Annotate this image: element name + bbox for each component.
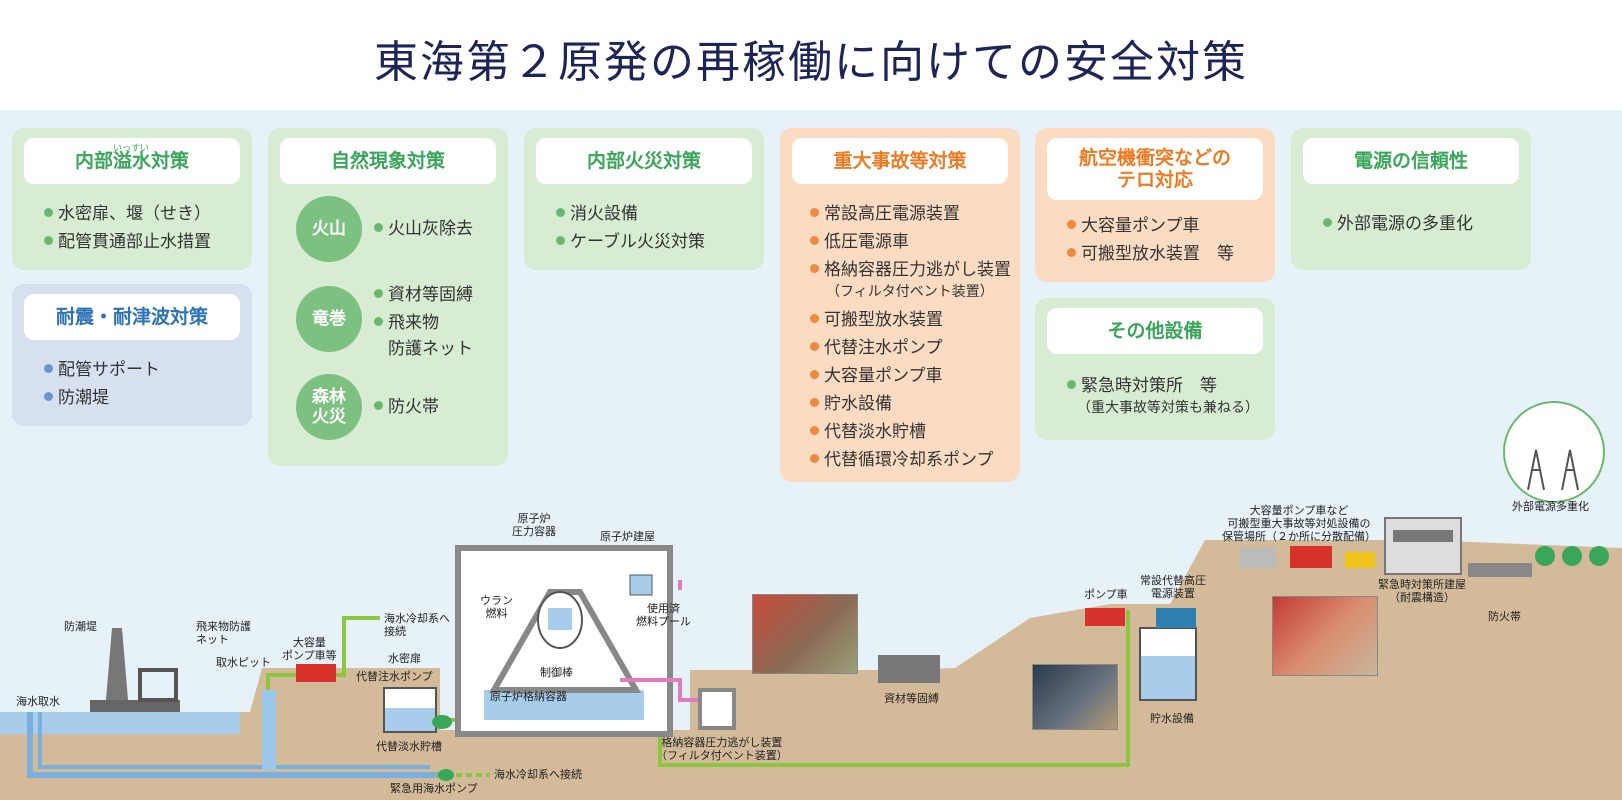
bullet-icon <box>1067 379 1076 389</box>
label-reactor-building: 原子炉建屋 <box>600 530 655 543</box>
label-net: 飛来物防護 ネット <box>196 620 251 646</box>
terror-box: 航空機衝突などの テロ対応 大容量ポンプ車 可搬型放水装置 等 <box>1035 128 1275 282</box>
power-title: 電源の信頼性 <box>1303 138 1519 184</box>
list-item: 緊急時対策所 等 <box>1067 372 1259 400</box>
list-item: 資材等固縛 <box>374 282 473 308</box>
list-item: 格納容器圧力逃がし装置 <box>810 256 1011 284</box>
list-item: ケーブル火災対策 <box>556 228 705 256</box>
bullet-icon <box>810 313 819 323</box>
label-seawater-cooling-bottom: 海水冷却系へ接続 <box>494 768 582 781</box>
label-control-rod: 制御棒 <box>540 666 573 679</box>
list-item: 水密扉、堰（せき） <box>44 200 211 228</box>
furigana: いっすい <box>113 144 150 154</box>
label-pump-car: ポンプ車 <box>1084 588 1128 601</box>
other-box: その他設備 緊急時対策所 等 （重大事故等対策も兼ねる） <box>1035 298 1275 440</box>
bullet-icon <box>44 391 53 401</box>
list-item: 飛来物防護ネット <box>374 310 473 362</box>
bullet-icon <box>374 222 383 232</box>
bullet-icon <box>810 341 819 351</box>
label-emergency-building: 緊急時対策所建屋 （耐震構造） <box>1378 578 1466 604</box>
volcano-circle: 火山 <box>296 196 362 262</box>
label-intake-pit: 取水ピット <box>216 656 271 669</box>
forest-fire-circle: 森林 火災 <box>296 374 362 440</box>
list-item: 大容量ポンプ車 <box>810 362 1011 390</box>
list-item: 大容量ポンプ車 <box>1067 212 1234 240</box>
label-seawall: 防潮堤 <box>64 620 97 633</box>
label-firebreak: 防火帯 <box>1488 610 1521 623</box>
filter-note: （フィルタ付ベント装置） <box>826 284 994 300</box>
bullet-icon <box>374 288 383 298</box>
bullet-icon <box>1067 219 1076 229</box>
label-rpv: 原子炉 圧力容器 <box>512 512 556 538</box>
power-box: 電源の信頼性 外部電源の多重化 <box>1291 128 1531 270</box>
label-alt-tank: 代替淡水貯槽 <box>376 740 442 753</box>
label-vent: 格納容器圧力逃がし装置 （フィルタ付ベント装置） <box>656 736 788 762</box>
label-hv-power: 常設代替高圧 電源装置 <box>1140 574 1206 600</box>
bullet-icon <box>810 207 819 217</box>
list-item: 配管貫通部止水措置 <box>44 228 211 256</box>
list-item: 消火設備 <box>556 200 705 228</box>
list-item: 代替循環冷却系ポンプ <box>810 446 1011 474</box>
bullet-icon <box>44 207 53 217</box>
label-spent-pool: 使用済 燃料プール <box>636 602 691 628</box>
internal-fire-title: 内部火災対策 <box>536 138 752 184</box>
list-item: 可搬型放水装置 等 <box>1067 240 1234 268</box>
bullet-icon <box>556 235 565 245</box>
bullet-icon <box>810 397 819 407</box>
list-item: 外部電源の多重化 <box>1323 210 1473 238</box>
list-item: 可搬型放水装置 <box>810 306 1011 334</box>
label-emergency-pump: 緊急用海水ポンプ <box>390 782 478 795</box>
other-title: その他設備 <box>1047 308 1263 354</box>
list-item: 常設高圧電源装置 <box>810 200 1011 228</box>
terror-title: 航空機衝突などの テロ対応 <box>1047 138 1263 200</box>
bullet-icon <box>44 363 53 373</box>
bullet-icon <box>810 453 819 463</box>
label-watertight-door: 水密扉 <box>388 652 421 665</box>
list-item: 防火帯 <box>374 394 439 420</box>
internal-flood-title: 内部溢水対策 <box>24 138 240 184</box>
internal-fire-box: 内部火災対策 消火設備 ケーブル火災対策 <box>524 128 764 270</box>
photo-truck-fleet <box>1272 596 1378 676</box>
label-uranium: ウラン 燃料 <box>480 594 513 620</box>
list-item: 代替注水ポンプ <box>810 334 1011 362</box>
bullet-icon <box>1323 217 1332 227</box>
list-item: 火山灰除去 <box>374 216 473 242</box>
other-note: （重大事故等対策も兼ねる） <box>1077 400 1259 416</box>
natural-title: 自然現象対策 <box>280 138 496 184</box>
list-item: 防潮堤 <box>44 384 160 412</box>
bullet-icon <box>1067 247 1076 257</box>
label-storage-place: 大容量ポンプ車など 可搬型重大事故等対処設備の 保管場所（２か所に分散配備） <box>1222 504 1376 543</box>
severe-accident-title: 重大事故等対策 <box>792 138 1008 184</box>
label-external-power: 外部電源多重化 <box>1512 500 1589 513</box>
bullet-icon <box>810 425 819 435</box>
label-containment: 原子炉格納容器 <box>490 690 567 703</box>
list-item: 配管サポート <box>44 356 160 384</box>
bullet-icon <box>44 235 53 245</box>
internal-flood-box: 内部溢水対策 水密扉、堰（せき） 配管貫通部止水措置 <box>12 128 252 270</box>
label-materials: 資材等固縛 <box>884 692 939 705</box>
seismic-box: 耐震・耐津波対策 配管サポート 防潮堤 <box>12 284 252 426</box>
bullet-icon <box>556 207 565 217</box>
bullet-icon <box>374 400 383 410</box>
label-sea-intake: 海水取水 <box>16 695 60 708</box>
bullet-icon <box>810 235 819 245</box>
seismic-title: 耐震・耐津波対策 <box>24 294 240 340</box>
tornado-circle: 竜巻 <box>296 286 362 352</box>
severe-accident-box: 重大事故等対策 常設高圧電源装置 低圧電源車 格納容器圧力逃がし装置 （フィルタ… <box>780 128 1020 482</box>
label-pump-car-left: 大容量 ポンプ車等 <box>282 636 337 662</box>
list-item: 低圧電源車 <box>810 228 1011 256</box>
page-title: 東海第２原発の再稼働に向けての安全対策 <box>374 37 1248 88</box>
natural-box: 自然現象対策 火山 火山灰除去 竜巻 資材等固縛 飛来物防護ネット 森林 火災 … <box>268 128 508 466</box>
bullet-icon <box>374 316 383 326</box>
photo-power-vehicle <box>1032 664 1118 730</box>
label-storage: 貯水設備 <box>1150 712 1194 725</box>
label-seawater-cooling-top: 海水冷却系へ 接続 <box>384 612 450 638</box>
photo-pump-truck <box>752 594 858 674</box>
bullet-icon <box>810 263 819 273</box>
label-alt-pump: 代替注水ポンプ <box>356 670 433 683</box>
list-item: 貯水設備 <box>810 390 1011 418</box>
bullet-icon <box>810 369 819 379</box>
list-item: 代替淡水貯槽 <box>810 418 1011 446</box>
